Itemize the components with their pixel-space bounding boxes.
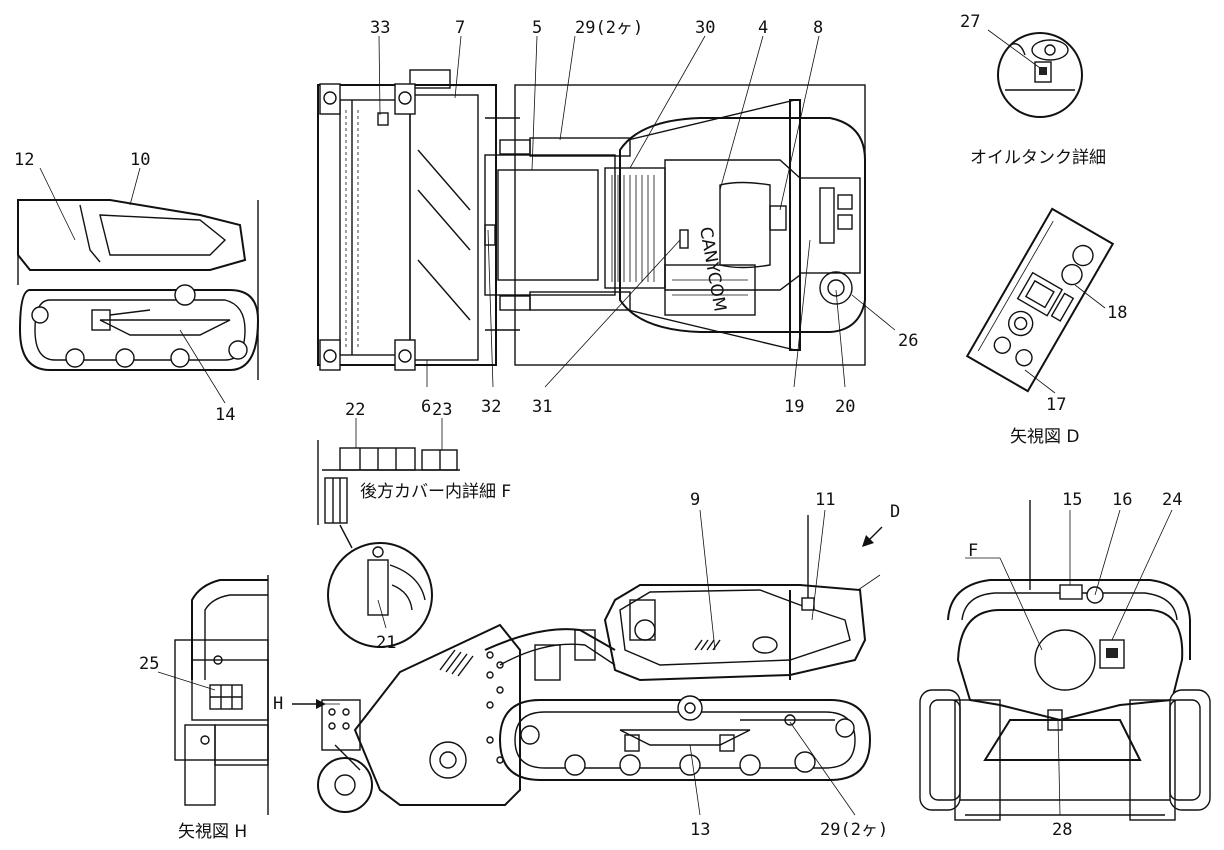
rear-cover-detail (317, 440, 460, 648)
label-d: D (890, 502, 900, 522)
label-h: H (273, 694, 283, 714)
label-8: 8 (813, 18, 823, 38)
caption-rear-cover: 後方カバー内詳細 F (360, 482, 511, 502)
label-9: 9 (690, 490, 700, 510)
label-f: F (968, 541, 978, 561)
label-21: 21 (376, 633, 396, 653)
label-33: 33 (370, 18, 390, 38)
captions: オイルタンク詳細 矢視図 D 後方カバー内詳細 F 矢視図 H (178, 148, 1106, 842)
label-12: 12 (14, 150, 34, 170)
deck-vent-slots (439, 649, 474, 677)
label-28: 28 (1052, 820, 1072, 840)
label-10: 10 (130, 150, 150, 170)
label-11: 11 (815, 490, 835, 510)
view-h (174, 575, 269, 815)
left-side-view (17, 199, 260, 380)
brand-decal: CANYCOM (695, 225, 730, 313)
top-view: CANYCOM (317, 69, 866, 371)
label-29-top: 29(2ヶ) (575, 18, 643, 38)
leader-lines (39, 29, 1173, 816)
label-29-bottom: 29(2ヶ) (820, 820, 888, 840)
label-15: 15 (1062, 490, 1082, 510)
label-19: 19 (784, 397, 804, 417)
caption-view-h: 矢視図 H (178, 822, 247, 842)
label-20: 20 (835, 397, 855, 417)
label-7: 7 (455, 18, 465, 38)
label-18: 18 (1107, 303, 1127, 323)
body-vent-slots (694, 639, 721, 651)
rear-view (919, 500, 1211, 821)
label-25: 25 (139, 654, 159, 674)
grille-fins (611, 175, 655, 282)
caption-oil-tank: オイルタンク詳細 (970, 148, 1106, 168)
label-5: 5 (532, 18, 542, 38)
label-32: 32 (481, 397, 501, 417)
part-number-labels: 33 7 5 29(2ヶ) 30 4 8 27 12 10 14 6 32 31… (14, 12, 1182, 840)
label-13: 13 (690, 820, 710, 840)
view-arrows (292, 526, 883, 709)
caption-view-d: 矢視図 D (1010, 427, 1080, 447)
label-14: 14 (215, 405, 235, 425)
label-4: 4 (758, 18, 768, 38)
view-d (965, 207, 1115, 393)
oil-tank-detail (997, 32, 1083, 118)
label-22: 22 (345, 400, 365, 420)
main-side-view (317, 515, 872, 813)
label-27: 27 (960, 12, 980, 32)
label-17: 17 (1046, 395, 1066, 415)
label-30: 30 (695, 18, 715, 38)
label-31: 31 (532, 397, 552, 417)
label-26: 26 (898, 331, 918, 351)
label-6: 6 (421, 397, 431, 417)
label-16: 16 (1112, 490, 1132, 510)
label-23: 23 (432, 400, 452, 420)
label-24: 24 (1162, 490, 1182, 510)
